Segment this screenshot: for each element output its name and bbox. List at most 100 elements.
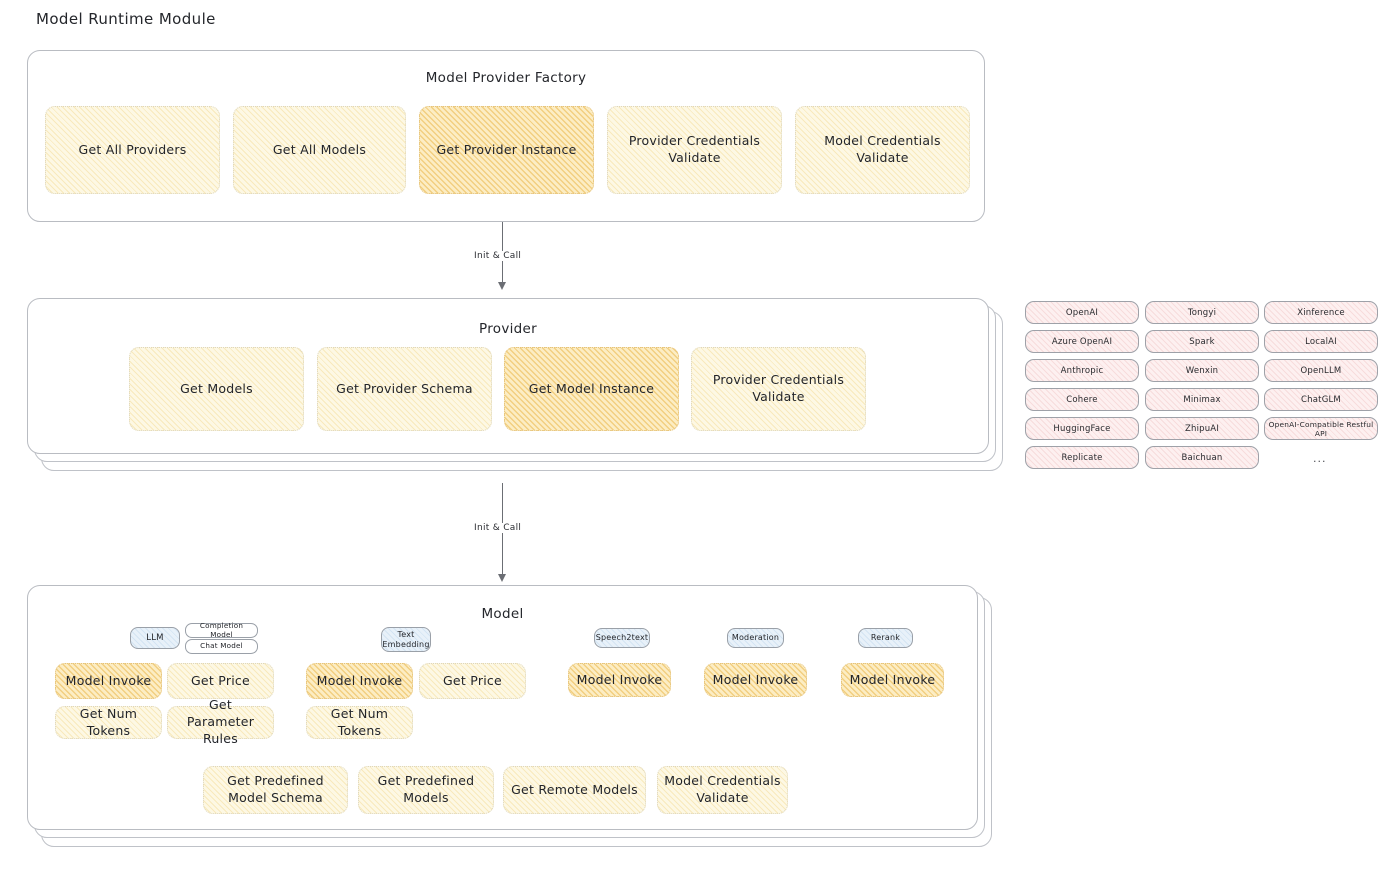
provider-pill-xinference[interactable]: Xinference — [1264, 301, 1378, 324]
node-label: Get All Providers — [78, 141, 187, 157]
badge-label: Text Embedding — [382, 629, 430, 649]
pill-label: HuggingFace — [1053, 423, 1111, 434]
pill-label: OpenLLM — [1300, 365, 1342, 376]
node-label: Model Invoke — [316, 672, 403, 688]
pill-label: Xinference — [1297, 307, 1345, 318]
pill-label: Anthropic — [1060, 365, 1104, 376]
node-label: Model Invoke — [712, 671, 799, 687]
node-label: Get Num Tokens — [330, 705, 389, 738]
pill-label: Minimax — [1183, 394, 1221, 405]
pill-label: OpenAI — [1065, 307, 1099, 318]
provider-pill-openai[interactable]: OpenAI — [1025, 301, 1139, 324]
node-llm-get-price[interactable]: Get Price — [167, 663, 274, 699]
provider-pill-cohere[interactable]: Cohere — [1025, 388, 1139, 411]
page-title: Model Runtime Module — [36, 10, 216, 28]
node-get-predefined-model-schema[interactable]: Get Predefined Model Schema — [203, 766, 348, 814]
badge-speech2text[interactable]: Speech2text — [594, 628, 650, 648]
pill-label: Wenxin — [1185, 365, 1219, 376]
badge-label: Moderation — [731, 633, 780, 643]
provider-pill-localai[interactable]: LocalAI — [1264, 330, 1378, 353]
node-get-provider-schema[interactable]: Get Provider Schema — [317, 347, 492, 431]
node-get-predefined-models[interactable]: Get Predefined Models — [358, 766, 494, 814]
node-get-all-models[interactable]: Get All Models — [233, 106, 406, 194]
node-provider-credentials-validate[interactable]: Provider Credentials Validate — [607, 106, 782, 194]
node-get-remote-models[interactable]: Get Remote Models — [503, 766, 646, 814]
arrow-1-label: Init & Call — [470, 251, 526, 261]
node-get-models[interactable]: Get Models — [129, 347, 304, 431]
node-label: Provider Credentials Validate — [628, 133, 761, 165]
provider-pill-huggingface[interactable]: HuggingFace — [1025, 417, 1139, 440]
node-llm-model-invoke[interactable]: Model Invoke — [55, 663, 162, 699]
node-label: Model Credentials Validate — [824, 133, 941, 165]
node-label: Get Model Instance — [528, 380, 655, 396]
provider-pill-replicate[interactable]: Replicate — [1025, 446, 1139, 469]
provider-pill-openai-compatible-restful-api[interactable]: OpenAI-Compatible Restful API — [1264, 417, 1378, 440]
node-label: Model Invoke — [849, 671, 936, 687]
provider-pill-zhipuai[interactable]: ZhipuAI — [1145, 417, 1259, 440]
badge-text-embedding[interactable]: Text Embedding — [381, 627, 431, 652]
badge-completion-model[interactable]: Completion Model — [185, 620, 258, 639]
model-provider-factory-title: Model Provider Factory — [425, 70, 587, 86]
node-label: Get Predefined Model Schema — [227, 773, 324, 805]
provider-pill-wenxin[interactable]: Wenxin — [1145, 359, 1259, 382]
provider-pill-chatglm[interactable]: ChatGLM — [1264, 388, 1378, 411]
badge-label: Completion Model — [199, 620, 244, 639]
pill-label: LocalAI — [1305, 336, 1337, 347]
node-llm-get-parameter-rules[interactable]: Get Parameter Rules — [167, 697, 274, 746]
provider-title: Provider — [479, 321, 537, 337]
node-label: Get Provider Schema — [336, 380, 473, 396]
node-label: Get Models — [180, 380, 253, 396]
pill-label: Baichuan — [1181, 452, 1223, 463]
provider-pill-openllm[interactable]: OpenLLM — [1264, 359, 1378, 382]
node-speech2text-model-invoke[interactable]: Model Invoke — [568, 663, 671, 697]
badge-llm[interactable]: LLM — [130, 627, 180, 649]
node-label: Model Credentials Validate — [664, 773, 781, 805]
node-label: Get Provider Instance — [436, 141, 577, 157]
node-label: Get Parameter Rules — [186, 697, 255, 746]
node-provider-credentials-validate-2[interactable]: Provider Credentials Validate — [691, 347, 866, 431]
provider-pill-minimax[interactable]: Minimax — [1145, 388, 1259, 411]
node-label: Model Invoke — [65, 672, 152, 688]
pill-label: ChatGLM — [1301, 394, 1341, 405]
node-llm-get-num-tokens[interactable]: Get Num Tokens — [55, 706, 162, 739]
pill-label: Cohere — [1066, 394, 1098, 405]
node-text-embedding-get-price[interactable]: Get Price — [419, 663, 526, 699]
provider-list-more: ... — [1313, 452, 1327, 465]
pill-label: ZhipuAI — [1184, 423, 1220, 434]
node-label: Get Predefined Models — [377, 773, 475, 805]
node-label: Model Invoke — [576, 671, 663, 687]
node-moderation-model-invoke[interactable]: Model Invoke — [704, 663, 807, 697]
node-text-embedding-get-num-tokens[interactable]: Get Num Tokens — [306, 706, 413, 739]
provider-pill-baichuan[interactable]: Baichuan — [1145, 446, 1259, 469]
badge-label: Speech2text — [595, 633, 649, 643]
pill-label: Spark — [1189, 336, 1215, 347]
node-label: Get Remote Models — [511, 781, 638, 797]
badge-moderation[interactable]: Moderation — [727, 628, 784, 648]
node-get-all-providers[interactable]: Get All Providers — [45, 106, 220, 194]
badge-label: Rerank — [870, 633, 901, 643]
arrow-2-label: Init & Call — [470, 523, 526, 533]
provider-pill-azure-openai[interactable]: Azure OpenAI — [1025, 330, 1139, 353]
pill-label: Replicate — [1061, 452, 1103, 463]
pill-label: Tongyi — [1187, 307, 1217, 318]
node-model-credentials-validate[interactable]: Model Credentials Validate — [795, 106, 970, 194]
pill-label: Azure OpenAI — [1051, 336, 1113, 347]
node-get-provider-instance[interactable]: Get Provider Instance — [419, 106, 594, 194]
node-rerank-model-invoke[interactable]: Model Invoke — [841, 663, 944, 697]
node-label: Get Num Tokens — [79, 705, 138, 738]
badge-label: Chat Model — [200, 641, 243, 651]
badge-rerank[interactable]: Rerank — [858, 628, 913, 648]
model-title: Model — [481, 606, 524, 622]
node-model-credentials-validate-2[interactable]: Model Credentials Validate — [657, 766, 788, 814]
node-label: Get Price — [191, 672, 250, 688]
badge-chat-model[interactable]: Chat Model — [185, 639, 258, 654]
provider-pill-spark[interactable]: Spark — [1145, 330, 1259, 353]
node-text-embedding-model-invoke[interactable]: Model Invoke — [306, 663, 413, 699]
arrow-1-head — [498, 282, 506, 290]
provider-pill-tongyi[interactable]: Tongyi — [1145, 301, 1259, 324]
node-get-model-instance[interactable]: Get Model Instance — [504, 347, 679, 431]
node-label: Provider Credentials Validate — [712, 372, 845, 404]
provider-pill-anthropic[interactable]: Anthropic — [1025, 359, 1139, 382]
node-label: Get All Models — [272, 141, 367, 157]
